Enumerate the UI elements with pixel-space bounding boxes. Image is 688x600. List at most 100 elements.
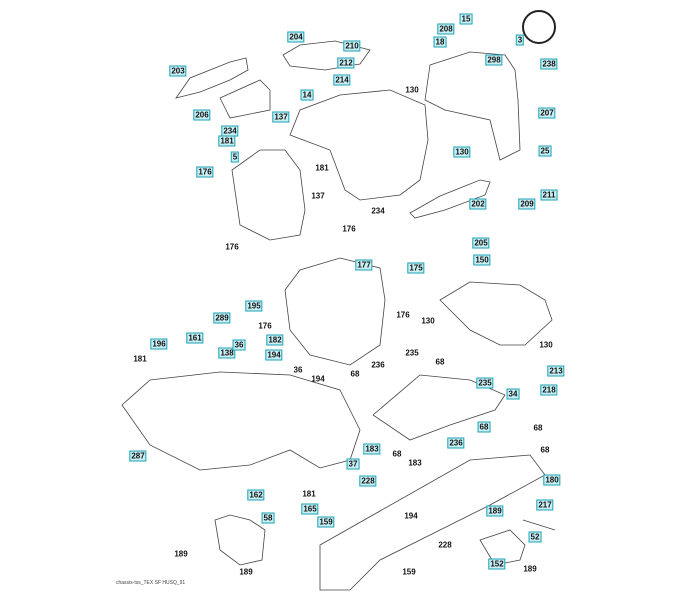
callout-183: 183 — [363, 443, 381, 455]
callout-176: 176 — [225, 242, 239, 252]
callout-298: 298 — [485, 54, 503, 66]
callout-189: 189 — [486, 505, 504, 517]
callout-218: 218 — [540, 384, 558, 396]
callout-176: 176 — [342, 224, 356, 234]
brand-logo-emblem — [522, 10, 556, 44]
callout-175: 175 — [407, 262, 425, 274]
callout-194: 194 — [265, 349, 283, 361]
callout-165: 165 — [301, 503, 319, 515]
part-plate-34 — [372, 374, 506, 441]
part-bracket-58 — [214, 514, 266, 566]
callout-196: 196 — [150, 338, 168, 350]
callout-130: 130 — [421, 316, 435, 326]
callout-68: 68 — [477, 421, 491, 433]
callout-182: 182 — [266, 334, 284, 346]
callout-236: 236 — [447, 437, 465, 449]
callout-137: 137 — [272, 111, 290, 123]
callout-214: 214 — [333, 74, 351, 86]
callout-212: 212 — [337, 57, 355, 69]
callout-210: 210 — [343, 40, 361, 52]
callout-5: 5 — [230, 151, 240, 163]
callout-194: 194 — [404, 511, 418, 521]
callout-68: 68 — [540, 445, 550, 455]
callout-181: 181 — [315, 163, 329, 173]
callout-14: 14 — [300, 89, 314, 101]
callout-176: 176 — [258, 321, 272, 331]
callout-159: 159 — [317, 516, 335, 528]
part-frame — [319, 454, 546, 591]
callout-228: 228 — [438, 540, 452, 550]
part-bracket-206 — [219, 79, 271, 119]
callout-137: 137 — [311, 191, 325, 201]
callout-189: 189 — [523, 564, 537, 574]
callout-25: 25 — [538, 145, 552, 157]
callout-206: 206 — [193, 109, 211, 121]
callout-287: 287 — [129, 450, 147, 462]
part-front-bumper — [424, 51, 521, 161]
callout-213: 213 — [547, 365, 565, 377]
callout-68: 68 — [392, 449, 402, 459]
callout-181: 181 — [302, 489, 316, 499]
callout-207: 207 — [538, 107, 556, 119]
callout-217: 217 — [536, 499, 554, 511]
callout-52: 52 — [528, 531, 542, 543]
callout-211: 211 — [540, 189, 558, 201]
part-hood — [289, 89, 429, 201]
callout-235: 235 — [405, 348, 419, 358]
part-hood-top-panel — [282, 40, 371, 71]
callout-36: 36 — [232, 339, 246, 351]
callout-177: 177 — [355, 259, 373, 271]
part-dash-panel — [231, 149, 306, 241]
callout-209: 209 — [518, 198, 536, 210]
callout-130: 130 — [405, 85, 419, 95]
callout-176: 176 — [396, 310, 410, 320]
callout-150: 150 — [473, 254, 491, 266]
part-grille-left — [175, 57, 249, 99]
callout-68: 68 — [435, 357, 445, 367]
callout-34: 34 — [506, 388, 520, 400]
callout-152: 152 — [488, 558, 506, 570]
callout-289: 289 — [213, 312, 231, 324]
callout-68: 68 — [533, 423, 543, 433]
callout-130: 130 — [453, 146, 471, 158]
callout-181: 181 — [218, 135, 236, 147]
callout-189: 189 — [174, 549, 188, 559]
callout-189: 189 — [239, 567, 253, 577]
callout-130: 130 — [539, 340, 553, 350]
callout-68: 68 — [350, 369, 360, 379]
callout-204: 204 — [287, 31, 305, 43]
part-fender — [121, 371, 361, 471]
part-firewall — [284, 257, 386, 366]
callout-181: 181 — [133, 354, 147, 364]
callout-183: 183 — [408, 458, 422, 468]
part-grille-202 — [409, 179, 491, 219]
drawing-reference: chassis-tss_TEX SF HUSQ_91 — [116, 580, 186, 586]
part-footrest-150 — [439, 281, 553, 346]
callout-234: 234 — [371, 206, 385, 216]
callout-18: 18 — [433, 36, 447, 48]
callout-36: 36 — [293, 365, 303, 375]
callout-180: 180 — [543, 474, 561, 486]
callout-235: 235 — [476, 377, 494, 389]
callout-236: 236 — [371, 360, 385, 370]
callout-15: 15 — [459, 13, 473, 25]
callout-202: 202 — [469, 198, 487, 210]
callout-205: 205 — [472, 237, 490, 249]
callout-228: 228 — [359, 475, 377, 487]
callout-162: 162 — [247, 489, 265, 501]
callout-195: 195 — [245, 300, 263, 312]
callout-3: 3 — [515, 34, 525, 46]
callout-194: 194 — [311, 374, 325, 384]
callout-176: 176 — [196, 166, 214, 178]
callout-159: 159 — [402, 567, 416, 577]
callout-238: 238 — [540, 58, 558, 70]
part-rod-217 — [522, 519, 556, 531]
callout-58: 58 — [261, 512, 275, 524]
callout-138: 138 — [218, 347, 236, 359]
callout-203: 203 — [169, 65, 187, 77]
callout-37: 37 — [346, 458, 360, 470]
callout-208: 208 — [437, 23, 455, 35]
callout-161: 161 — [186, 332, 204, 344]
